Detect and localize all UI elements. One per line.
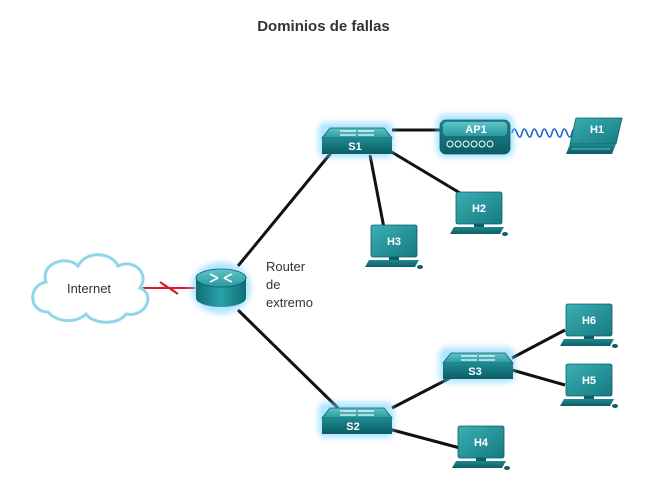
access-point-ap1: AP1 bbox=[436, 114, 514, 158]
wireless-link-ap1-h1 bbox=[511, 128, 583, 138]
pc-h5: H5 bbox=[560, 363, 618, 408]
switch-s1: S1 bbox=[318, 122, 394, 158]
cloud-icon bbox=[31, 253, 150, 324]
switch-arrows-icon bbox=[340, 410, 374, 416]
s1-label: S1 bbox=[348, 141, 361, 153]
internet-label: Internet bbox=[67, 281, 111, 296]
link-router-s2 bbox=[236, 308, 340, 410]
link-s2-s3 bbox=[391, 376, 451, 410]
pc-h6: H6 bbox=[560, 303, 618, 348]
router-arrows-icon bbox=[209, 273, 233, 283]
links bbox=[143, 128, 583, 450]
serial-link-internet-router bbox=[143, 281, 195, 295]
antenna-dots-icon bbox=[446, 140, 494, 148]
diagram-title: Dominios de fallas bbox=[257, 18, 390, 35]
s2-label: S2 bbox=[346, 421, 359, 433]
router-label-line2: de bbox=[266, 277, 280, 292]
switch-arrows-icon bbox=[461, 355, 495, 361]
switch-s2: S2 bbox=[318, 402, 394, 438]
h6-label: H6 bbox=[582, 315, 596, 327]
h3-label: H3 bbox=[387, 236, 401, 248]
pc-h3: H3 bbox=[365, 224, 423, 269]
pc-h4: H4 bbox=[452, 425, 510, 470]
link-router-s1 bbox=[236, 147, 337, 267]
switch-s3: S3 bbox=[439, 347, 515, 383]
link-s3-h6 bbox=[511, 328, 566, 360]
switch-arrows-icon bbox=[340, 130, 374, 136]
pc-h2: H2 bbox=[450, 191, 508, 236]
h5-label: H5 bbox=[582, 375, 596, 387]
h2-label: H2 bbox=[472, 203, 486, 215]
link-s2-h4 bbox=[384, 426, 461, 450]
internet-cloud: Internet bbox=[31, 253, 150, 324]
edge-router: Router de extremo bbox=[191, 259, 313, 314]
h4-label: H4 bbox=[474, 437, 489, 449]
router-label-line1: Router bbox=[266, 259, 306, 274]
h1-label: H1 bbox=[590, 124, 604, 136]
router-label-line3: extremo bbox=[266, 295, 313, 310]
laptop-h1: H1 bbox=[566, 117, 623, 154]
s3-label: S3 bbox=[468, 366, 481, 378]
link-s1-h2 bbox=[384, 146, 466, 198]
link-s3-h5 bbox=[511, 368, 566, 387]
link-s1-h3 bbox=[368, 154, 386, 229]
ap1-label: AP1 bbox=[465, 124, 486, 136]
